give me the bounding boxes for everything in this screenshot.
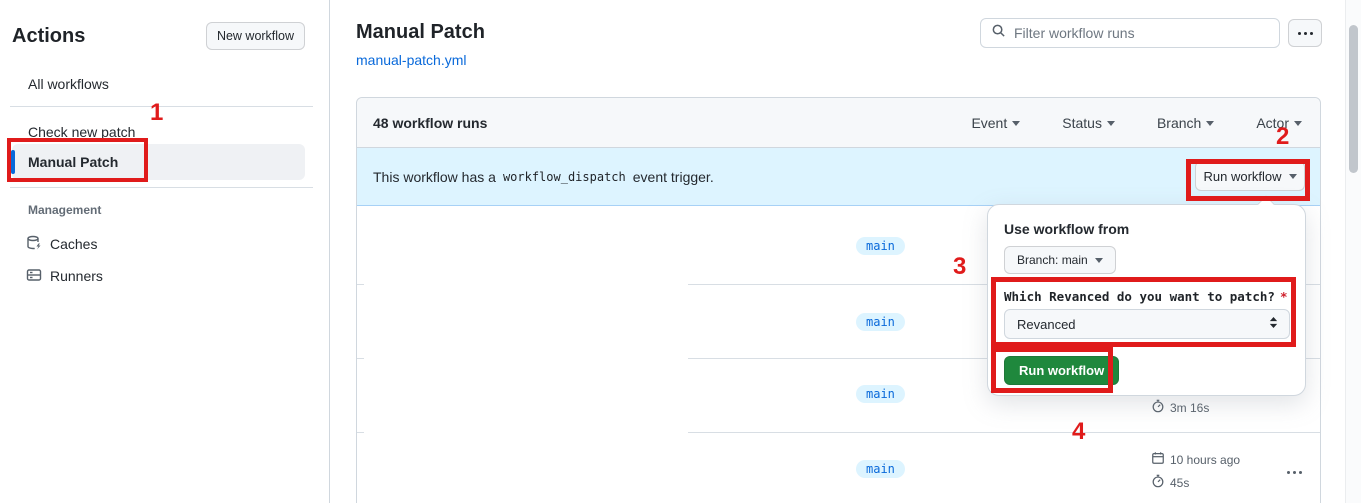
- filter-runs-searchbox[interactable]: [980, 18, 1280, 48]
- sidebar-item-caches[interactable]: Caches: [16, 230, 306, 258]
- sidebar-item-label: All workflows: [28, 76, 109, 92]
- required-asterisk: *: [1279, 289, 1288, 304]
- run-duration: 45s: [1170, 475, 1190, 490]
- chevron-down-icon: [1106, 120, 1115, 126]
- updown-arrows-icon: [1268, 316, 1279, 332]
- kebab-icon: [1286, 470, 1290, 474]
- workflow-file-link[interactable]: manual-patch.yml: [356, 52, 467, 68]
- filter-event[interactable]: Event: [971, 115, 1021, 131]
- sidebar-item-manual-patch[interactable]: Manual Patch: [12, 144, 305, 180]
- workflow-run-row[interactable]: main 10 hours ago: [357, 432, 1320, 503]
- filter-actor[interactable]: Actor: [1256, 115, 1302, 131]
- chevron-down-icon: [1288, 173, 1297, 179]
- stopwatch-icon: [1151, 399, 1165, 416]
- run-kebab-menu-button[interactable]: [1276, 462, 1312, 482]
- branch-badge[interactable]: main: [856, 460, 905, 478]
- runs-panel-header: 48 workflow runs Event Status Branch Act…: [357, 98, 1320, 148]
- page-title: Manual Patch: [356, 21, 485, 43]
- sidebar-item-label: Caches: [50, 236, 98, 252]
- run-meta: 10 hours ago 45s: [1151, 451, 1240, 491]
- search-input[interactable]: [1014, 25, 1269, 41]
- branch-selector-button[interactable]: Branch: main: [1004, 246, 1116, 274]
- stopwatch-icon: [1151, 474, 1165, 491]
- branch-badge[interactable]: main: [856, 313, 905, 331]
- chevron-down-icon: [1294, 120, 1302, 126]
- search-icon: [991, 23, 1006, 43]
- sidebar-item-label: Manual Patch: [28, 154, 119, 170]
- run-duration: 3m 16s: [1170, 400, 1210, 415]
- workflow-run-row[interactable]: main 3m 16s: [357, 358, 1320, 432]
- run-started-time: 10 hours ago: [1170, 452, 1241, 467]
- new-workflow-button[interactable]: New workflow: [206, 22, 305, 50]
- chevron-down-icon: [1094, 257, 1103, 263]
- runs-filters: Event Status Branch Actor: [971, 98, 1302, 148]
- sidebar-item-all-workflows[interactable]: All workflows: [16, 69, 306, 99]
- workflow-input-label: Which Revanced do you want to patch?*: [1004, 289, 1288, 304]
- filter-status[interactable]: Status: [1062, 115, 1115, 131]
- branch-badge[interactable]: main: [856, 385, 905, 403]
- workflow-run-row[interactable]: main: [357, 206, 1320, 284]
- scrollbar-track: [1345, 0, 1361, 503]
- sidebar-divider: [10, 187, 313, 188]
- run-workflow-submit-button[interactable]: Run workflow: [1004, 356, 1120, 385]
- popup-heading: Use workflow from: [1004, 221, 1130, 237]
- sidebar-item-label: Check new patch: [28, 124, 136, 140]
- workflow-run-row[interactable]: main: [357, 284, 1320, 358]
- management-section-label: Management: [28, 203, 102, 217]
- page-kebab-menu-button[interactable]: [1288, 19, 1322, 47]
- selected-item-accent-bar: [11, 150, 15, 174]
- workflow-dispatch-banner: This workflow has a workflow_dispatch ev…: [357, 148, 1320, 206]
- chevron-down-icon: [1012, 120, 1021, 126]
- revanced-select[interactable]: Revanced: [1004, 309, 1290, 339]
- run-workflow-popup: Use workflow from Branch: main Which Rev…: [987, 195, 1306, 396]
- calendar-icon: [1151, 451, 1165, 468]
- scrollbar-thumb[interactable]: [1349, 25, 1358, 173]
- run-workflow-dropdown-button[interactable]: Run workflow: [1195, 161, 1305, 191]
- sidebar-item-label: Runners: [50, 268, 103, 284]
- runners-icon: [26, 267, 42, 286]
- filter-branch[interactable]: Branch: [1157, 115, 1215, 131]
- branch-badge[interactable]: main: [856, 237, 905, 255]
- sidebar-item-runners[interactable]: Runners: [16, 262, 306, 290]
- sidebar: Actions New workflow All workflows Check…: [0, 0, 330, 503]
- sidebar-title: Actions: [12, 25, 86, 47]
- redacted-run-names-area: [364, 206, 688, 503]
- sidebar-item-check-new-patch[interactable]: Check new patch: [16, 117, 306, 147]
- cache-icon: [26, 235, 42, 254]
- sidebar-divider: [10, 106, 313, 107]
- chevron-down-icon: [1206, 120, 1215, 126]
- workflow-dispatch-code: workflow_dispatch: [502, 169, 626, 184]
- workflow-runs-count: 48 workflow runs: [373, 114, 488, 131]
- run-meta: 3m 16s: [1151, 399, 1209, 416]
- kebab-icon: [1297, 31, 1301, 35]
